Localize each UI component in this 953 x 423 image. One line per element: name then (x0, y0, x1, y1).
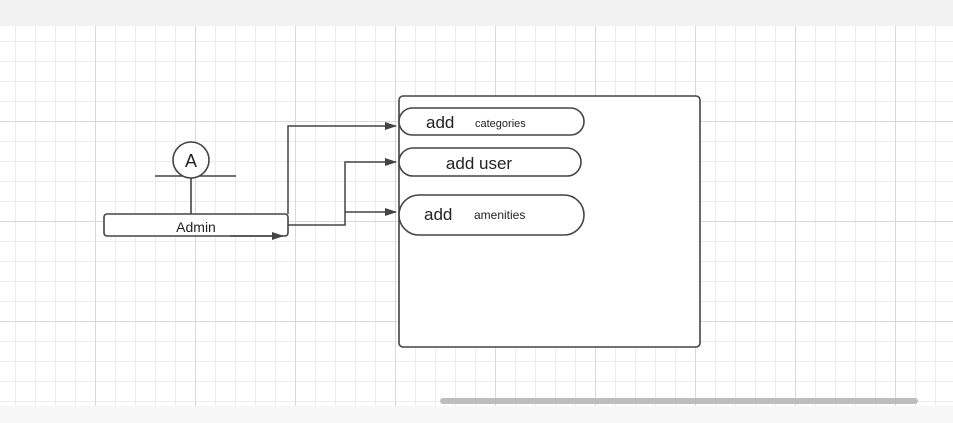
connector-to-add-categories[interactable] (287, 122, 397, 214)
actor-circle (172, 141, 210, 179)
canvas-bottom-bar (0, 406, 953, 423)
use-case-object: amenities (474, 208, 525, 222)
use-case-verb: add user (446, 154, 512, 173)
connector-to-add-user[interactable] (288, 158, 397, 226)
use-case-ellipse (398, 147, 582, 177)
canvas-top-bar (0, 0, 953, 26)
use-case-verb-text: add (426, 113, 454, 132)
use-case-add-amenities[interactable]: add amenities (398, 194, 585, 236)
horizontal-scrollbar[interactable] (440, 398, 918, 404)
use-case-add-categories[interactable]: add categories (398, 107, 585, 136)
actor[interactable]: A (155, 141, 236, 214)
use-case-ellipse (398, 194, 585, 236)
use-case-verb: add (426, 113, 454, 132)
admin-box[interactable]: Admin (103, 213, 289, 240)
admin-label: Admin (176, 219, 216, 235)
actor-symbol: A (185, 151, 197, 171)
use-case-ellipse (398, 107, 585, 136)
use-case-object: categories (475, 118, 526, 130)
use-case-verb: add (424, 205, 452, 224)
use-case-add-user[interactable]: add user (398, 147, 582, 177)
